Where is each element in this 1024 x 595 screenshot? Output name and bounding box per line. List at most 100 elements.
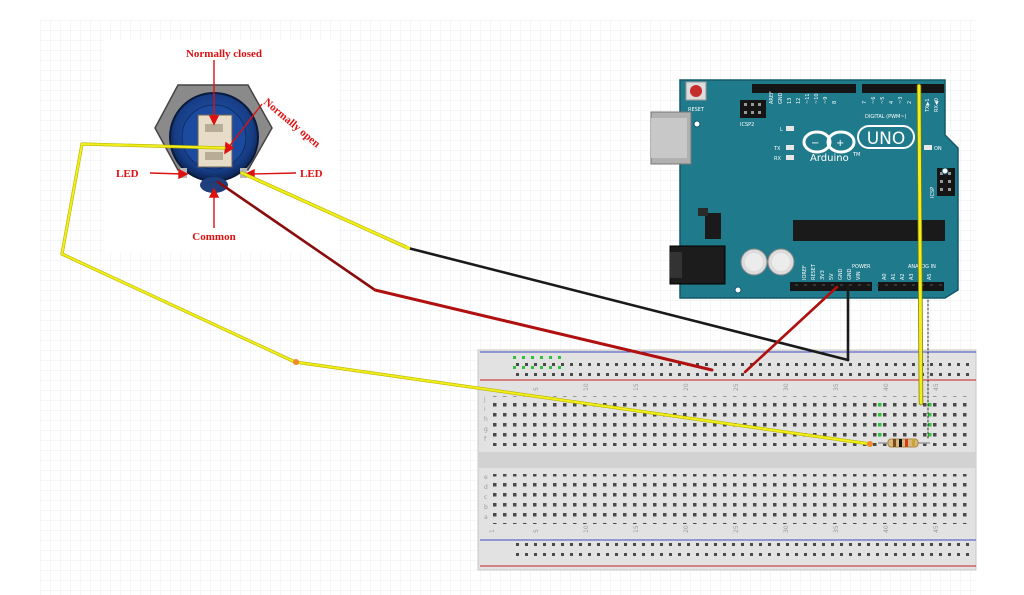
svg-text:a: a [484,514,488,521]
svg-text:A0: A0 [882,273,888,280]
svg-text:45: 45 [933,525,940,533]
svg-text:~6: ~6 [871,97,877,104]
reset-label: RESET [688,107,705,113]
svg-text:~11: ~11 [805,93,811,104]
svg-text:GND: GND [838,268,844,280]
arduino-brand: Arduino [810,153,849,164]
wire-red-3 [743,285,839,374]
svg-text:20: 20 [683,383,690,391]
resistor [878,438,930,448]
svg-text:30: 30 [783,383,790,391]
led-l-label: L [780,127,783,133]
digital-pin-labels: AREF GND 13 12 ~11 ~10 ~9 8 7 ~6 ~5 4 ~3… [769,91,940,113]
svg-text:h: h [484,416,488,423]
svg-text:5V: 5V [829,273,835,280]
column-numbers-top: 5 10 15 20 25 30 35 40 45 [533,383,940,391]
top-rail-holes [510,356,970,376]
svg-text:5: 5 [533,529,540,533]
svg-text:g: g [484,426,488,433]
bottom-rail-holes [510,543,970,563]
svg-text:2: 2 [907,101,913,104]
wire-red-2 [373,288,714,372]
svg-text:40: 40 [883,525,890,533]
wire-end-orange [293,359,299,365]
svg-text:12: 12 [796,98,802,104]
svg-text:~9: ~9 [823,97,829,104]
svg-text:e: e [484,474,488,481]
arduino-tm: TM [852,152,860,158]
switch-photo: Normally closed Normally open LED LED Co… [103,40,338,252]
wire-red-1 [216,180,377,292]
svg-text:c: c [484,494,487,501]
svg-text:13: 13 [787,98,793,104]
top-holes-grid [490,396,970,446]
breadboard: 5 10 15 20 25 30 35 40 45 1 5 10 15 20 2… [477,349,977,571]
wire-yellow-3 [917,84,923,405]
svg-text:A5: A5 [927,273,933,280]
svg-text:35: 35 [833,525,840,533]
power-label: POWER [852,264,871,270]
row-letters-top: j i h g f [483,396,488,443]
svg-text:10: 10 [583,383,590,391]
led-tx-label: TX [773,146,781,152]
svg-text:GND: GND [778,92,784,104]
svg-text:15: 15 [633,383,640,391]
svg-text:25: 25 [733,525,740,533]
svg-text:f: f [484,436,487,443]
svg-text:4: 4 [889,101,895,104]
wire-end-orange-2 [867,441,873,447]
svg-text:d: d [484,484,488,491]
svg-text:b: b [484,504,488,511]
svg-text:VIN: VIN [856,271,862,280]
svg-text:IOREF: IOREF [802,265,808,280]
svg-text:40: 40 [883,383,890,391]
svg-text:j: j [483,396,486,403]
svg-text:1: 1 [489,529,496,533]
svg-text:RX◀0: RX◀0 [934,98,940,112]
digital-label: DIGITAL (PWM~) [865,114,907,120]
svg-text:3V3: 3V3 [820,270,826,280]
svg-text:i: i [484,406,486,413]
svg-text:15: 15 [633,525,640,533]
uno-label: UNO [867,129,906,149]
svg-text:20: 20 [683,525,690,533]
svg-text:~5: ~5 [880,97,886,104]
svg-text:RESET: RESET [811,263,817,280]
label-led-right: LED [300,168,323,180]
arduino-uno-board: RESET ICSP2 AREF GND 13 12 ~11 ~10 ~9 8 … [650,79,959,299]
row-letters-bottom: e d c b a [484,474,488,521]
wire-yellow-2 [61,143,871,445]
center-channel [478,452,976,468]
icsp-label: ICSP [930,187,936,198]
svg-text:+: + [836,138,844,149]
svg-text:25: 25 [733,383,740,391]
label-common: Common [192,231,235,243]
wire-black-1 [406,246,850,362]
svg-text:8: 8 [832,101,838,104]
wire-yellow-1 [240,171,410,250]
svg-text:TX▶1: TX▶1 [925,98,931,113]
svg-text:~3: ~3 [898,97,904,104]
led-rx-label: RX [774,156,781,162]
column-numbers-bottom: 1 5 10 15 20 25 30 35 40 45 [489,525,940,533]
svg-text:5: 5 [533,387,540,391]
svg-text:A3: A3 [909,273,915,280]
svg-text:A2: A2 [900,273,906,280]
svg-text:A1: A1 [891,273,897,280]
svg-text:30: 30 [783,525,790,533]
svg-text:10: 10 [583,525,590,533]
on-label: ON [934,146,942,152]
svg-text:7: 7 [862,101,868,104]
svg-text:35: 35 [833,383,840,391]
microcontroller-chip [793,220,945,241]
bottom-holes-grid [490,474,970,524]
wires [60,83,929,447]
connected-holes [513,356,932,437]
svg-text:AREF: AREF [769,91,775,104]
svg-text:45: 45 [933,383,940,391]
icsp2-label: ICSP2 [740,122,754,128]
svg-text:−: − [811,138,819,149]
svg-text:~10: ~10 [814,93,820,104]
arduino-logo: − + [802,130,856,154]
